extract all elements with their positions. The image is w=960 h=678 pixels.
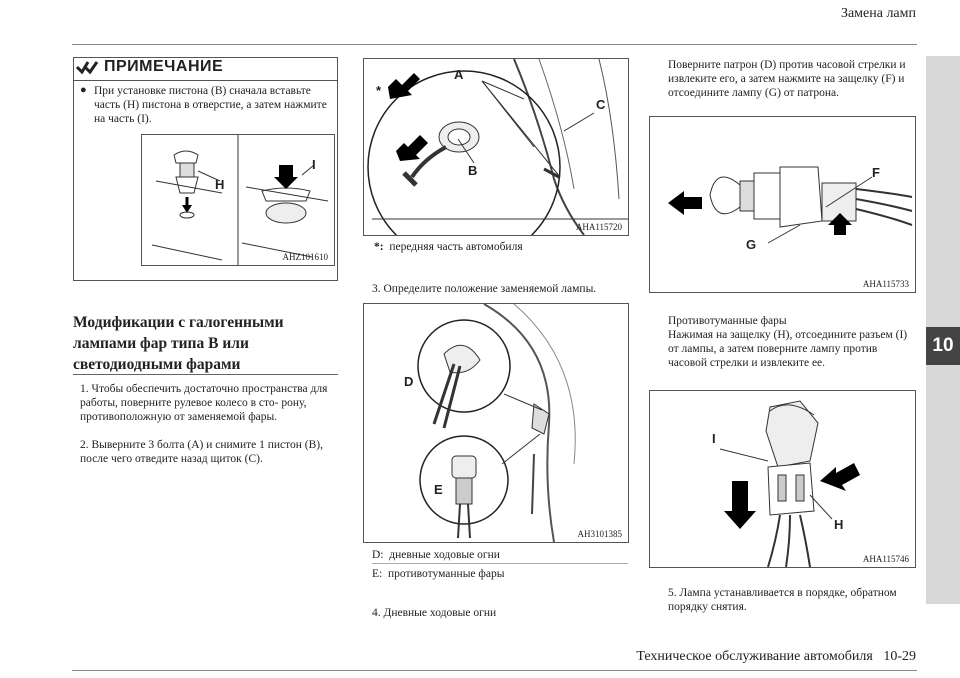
step-4: 4. Дневные ходовые огни	[372, 607, 497, 619]
fog-connector-diagram	[719, 400, 860, 568]
legend-key: E:	[372, 568, 383, 580]
figure-code: AHA115733	[862, 279, 909, 289]
running-header: Замена ламп	[840, 6, 916, 21]
section-rule	[73, 374, 338, 375]
figure-socket: F G AHA115733	[649, 116, 916, 293]
label-f: F	[872, 165, 880, 180]
label-star: *	[376, 83, 382, 98]
header-rule	[72, 44, 917, 45]
note-figure: H I AHZ101610	[141, 134, 335, 266]
legend-text: противотуманные фары	[387, 568, 505, 580]
page-number: 10-29	[883, 649, 916, 664]
fog-title: Противотуманные фары	[668, 315, 787, 327]
section-title: Модификации с галогенными лампами фар ти…	[73, 314, 284, 373]
legend-e: E: противотуманные фары	[372, 567, 504, 581]
step-5: 5. Лампа устанавливается в порядке, обра…	[668, 587, 897, 613]
socket-diagram	[668, 166, 913, 244]
label-b: B	[468, 163, 478, 178]
label-g: G	[746, 237, 757, 252]
legend-d: D: дневные ходовые огни	[372, 548, 500, 562]
figure-code: AHA115746	[862, 554, 909, 564]
legend-rule	[372, 563, 628, 564]
label-h: H	[834, 517, 844, 532]
legend-text: дневные ходовые огни	[389, 549, 500, 561]
figure-lamp-location: D E AH3101385	[363, 303, 629, 543]
splash-shield-diagram	[367, 58, 628, 264]
bullet-icon: ●	[80, 84, 87, 96]
label-c: C	[596, 97, 606, 112]
note-heading-text: ПРИМЕЧАНИЕ	[104, 58, 224, 75]
figure-splash-shield: * A B C AHA115720	[363, 58, 629, 264]
figure-code: AHZ101610	[282, 252, 329, 262]
lamp-location-diagram	[417, 303, 576, 543]
step-2: 2. Выверните 3 болта (A) и снимите 1 пис…	[80, 439, 323, 465]
caption-mark: *:	[374, 241, 384, 253]
socket-text: Поверните патрон (D) против часовой стре…	[668, 59, 906, 99]
chapter-number: 10	[926, 327, 960, 365]
legend-key: D:	[372, 549, 384, 561]
footer-text: Техническое обслуживание автомобиля	[636, 649, 873, 664]
label-e: E	[434, 482, 443, 497]
caption-text: передняя часть автомобиля	[389, 241, 523, 253]
label-i: I	[312, 157, 316, 172]
figure-caption: *: передняя часть автомобиля	[374, 240, 624, 254]
figure-code: AH3101385	[577, 529, 623, 539]
footer-rule	[72, 670, 917, 671]
fog-text: Нажимая на защелку (H), отсоедините разъ…	[668, 329, 908, 369]
note-box	[73, 57, 338, 281]
note-rule	[73, 80, 338, 81]
note-text: При установке пистона (B) сначала вставь…	[94, 85, 327, 125]
checkmark-icon	[76, 61, 98, 75]
note-heading: ПРИМЕЧАНИЕ	[76, 58, 223, 76]
label-a: A	[454, 67, 464, 82]
clip-diagram	[151, 135, 329, 265]
label-i: I	[712, 431, 716, 446]
step-1: 1. Чтобы обеспечить достаточно пространс…	[80, 383, 328, 423]
step-3: 3. Определите положение заменяемой лампы…	[372, 283, 597, 295]
label-d: D	[404, 374, 414, 389]
figure-fog-connector: I H AHA115746	[649, 390, 916, 568]
label-h: H	[215, 177, 225, 192]
footer: Техническое обслуживание автомобиля 10-2…	[636, 649, 916, 665]
figure-code: AHA115720	[575, 222, 622, 232]
